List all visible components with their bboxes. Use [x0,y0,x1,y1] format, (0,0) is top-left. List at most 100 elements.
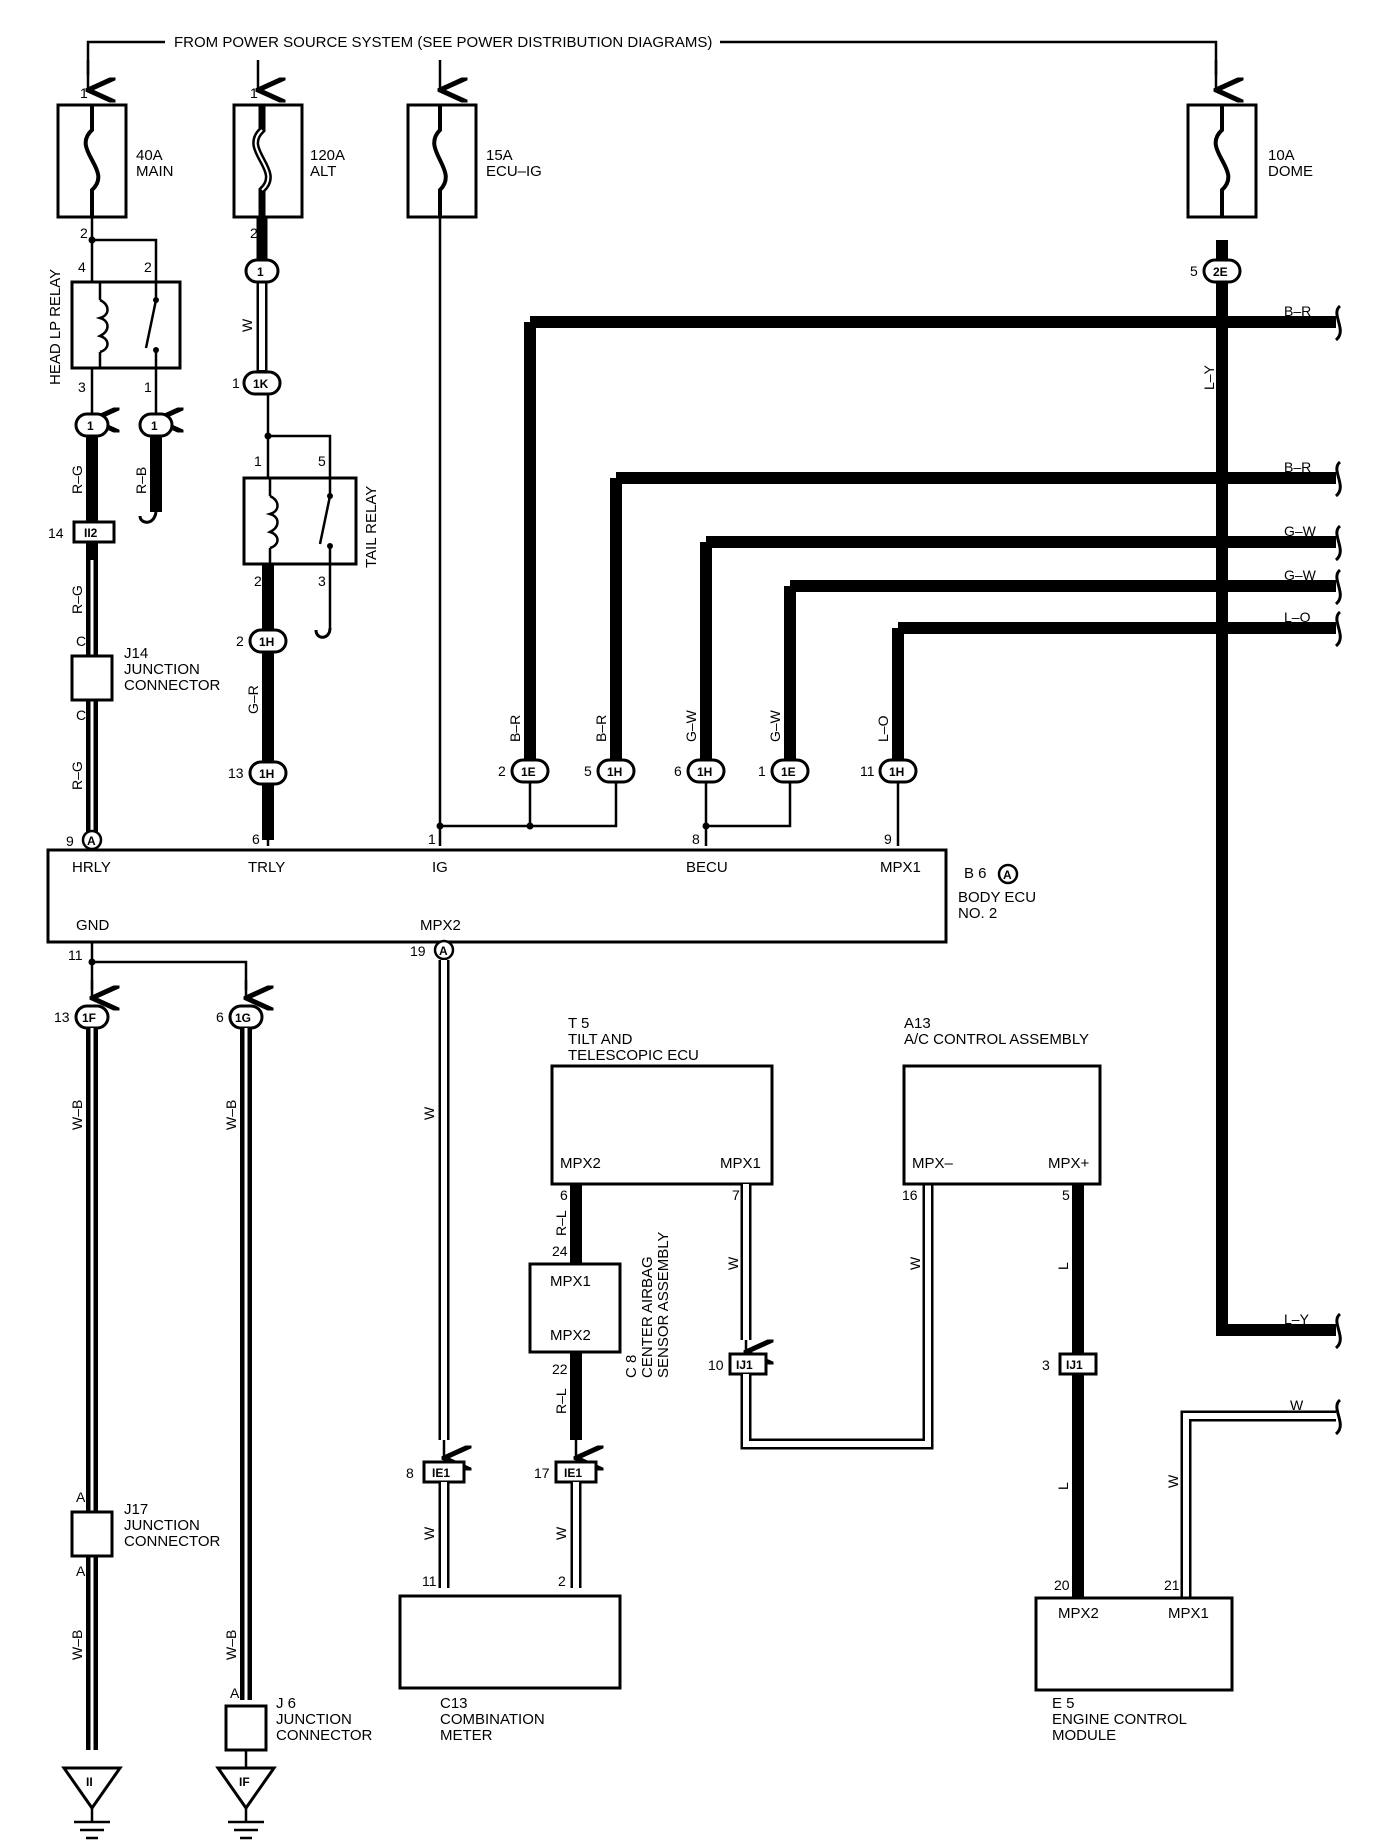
c8-box [528,1262,622,1354]
head-lp-relay-label: HEAD LP RELAY [47,269,64,385]
svg-text:W: W [553,1526,569,1540]
svg-text:20: 20 [1054,1577,1070,1593]
svg-text:J17: J17 [124,1501,148,1518]
svg-text:5: 5 [1062,1187,1070,1203]
pin-label: 1 [232,375,240,391]
connector-ie1-a: IE1 [422,1460,466,1484]
svg-text:A: A [76,1489,86,1505]
fuse-element-icon [432,105,448,217]
pin-label: 5 [1190,263,1198,279]
svg-text:CONNECTOR: CONNECTOR [124,1533,221,1550]
svg-text:B–R: B–R [1284,459,1311,475]
pin-label: 1 [250,85,258,101]
svg-text:ENGINE CONTROL: ENGINE CONTROL [1052,1711,1187,1728]
svg-text:L–O: L–O [875,715,891,742]
svg-text:MPX1: MPX1 [1168,1605,1209,1622]
pin-label: 14 [48,525,64,541]
svg-text:MPX2: MPX2 [560,1155,601,1172]
svg-text:A: A [230,1685,240,1701]
svg-text:8: 8 [692,831,700,847]
svg-text:19: 19 [410,943,426,959]
connector-1h-a: 1H [596,758,636,784]
svg-text:L–Y: L–Y [1201,364,1217,390]
fuse-dome-name: DOME [1268,163,1313,180]
svg-text:22: 22 [552,1361,568,1377]
svg-text:W–B: W–B [69,1630,85,1660]
svg-text:R–G: R–G [69,761,85,790]
connector-a-hrly: A [81,829,103,851]
svg-text:E 5: E 5 [1052,1695,1075,1712]
fuse-element-icon [83,105,101,217]
svg-text:W–B: W–B [223,1100,239,1130]
terminal-ig: IG [432,859,448,876]
connector-1-alt: 1 [244,258,280,284]
connector-ij1-b: IJ1 [1058,1352,1098,1376]
power-source-label: FROM POWER SOURCE SYSTEM (SEE POWER DIST… [174,34,712,51]
head-lp-relay-box [70,280,182,370]
svg-text:1H: 1H [259,767,274,781]
svg-text:W: W [421,1526,437,1540]
fuse-alt-name: ALT [310,163,336,180]
svg-text:MPX2: MPX2 [550,1327,591,1344]
svg-text:9: 9 [884,831,892,847]
svg-text:24: 24 [552,1243,568,1259]
a13-box [902,1064,1102,1186]
fuse-ecu-ig: 15A ECU–IG [406,103,542,219]
svg-text:IF: IF [239,1775,250,1789]
pin-label: 5 [318,453,326,469]
svg-text:R–B: R–B [133,467,149,494]
connector-1h-c: 1H [878,758,918,784]
svg-text:II2: II2 [84,526,98,540]
svg-text:IJ1: IJ1 [736,1358,753,1372]
svg-text:13: 13 [54,1009,70,1025]
svg-text:MPX–: MPX– [912,1155,954,1172]
j14-id: J14 [124,645,148,662]
svg-text:G–R: G–R [245,685,261,714]
svg-text:1G: 1G [235,1011,251,1025]
terminal-gnd: GND [76,917,110,934]
connector-1-rb: 1 [138,412,174,438]
svg-text:R–G: R–G [69,465,85,494]
svg-text:6: 6 [252,831,260,847]
body-ecu-name: BODY ECU [958,889,1036,906]
terminal-mpx2: MPX2 [420,917,461,934]
ground-wiring: 11 1F 13 1G 6 W–B W–B W–B W–B A A J17 JU… [54,942,373,1840]
svg-text:IE1: IE1 [564,1466,582,1480]
svg-text:SENSOR ASSEMBLY: SENSOR ASSEMBLY [655,1232,672,1378]
pin-label: C [76,633,86,649]
connector-a-b6: A [997,863,1019,885]
svg-text:L: L [1055,1482,1071,1490]
svg-text:G–W: G–W [767,709,783,742]
svg-text:W: W [907,1256,923,1270]
terminal-trly: TRLY [248,859,285,876]
svg-text:16: 16 [902,1187,918,1203]
pin-label: 2 [254,573,262,589]
tail-relay-box [242,476,358,566]
junction-j17 [70,1510,114,1558]
pin-label: 3 [78,379,86,395]
j14-label-2: CONNECTOR [124,677,221,694]
pin-label: 13 [228,765,244,781]
svg-text:W: W [725,1256,741,1270]
svg-text:B–R: B–R [593,715,609,742]
svg-text:W–B: W–B [223,1630,239,1660]
svg-text:COMBINATION: COMBINATION [440,1711,545,1728]
svg-text:METER: METER [440,1727,493,1744]
svg-text:6: 6 [216,1009,224,1025]
ground-ii-icon: II [61,1766,123,1840]
svg-text:21: 21 [1164,1577,1180,1593]
body-ecu-name-2: NO. 2 [958,905,997,922]
fuse-main-name: MAIN [136,163,174,180]
connector-1f: 1F [74,1004,110,1030]
e5-engine-control-module: 20 21 MPX2 MPX1 E 5 ENGINE CONTROL MODUL… [1034,1577,1234,1744]
svg-text:TILT AND: TILT AND [568,1031,633,1048]
svg-text:C 8: C 8 [623,1355,640,1378]
svg-text:JUNCTION: JUNCTION [124,1517,200,1534]
terminal-mpx1: MPX1 [880,859,921,876]
svg-text:1H: 1H [889,765,904,779]
relay-coil-icon [265,494,279,550]
svg-text:R–G: R–G [69,585,85,614]
svg-text:1F: 1F [82,1011,96,1025]
svg-text:MPX+: MPX+ [1048,1155,1090,1172]
